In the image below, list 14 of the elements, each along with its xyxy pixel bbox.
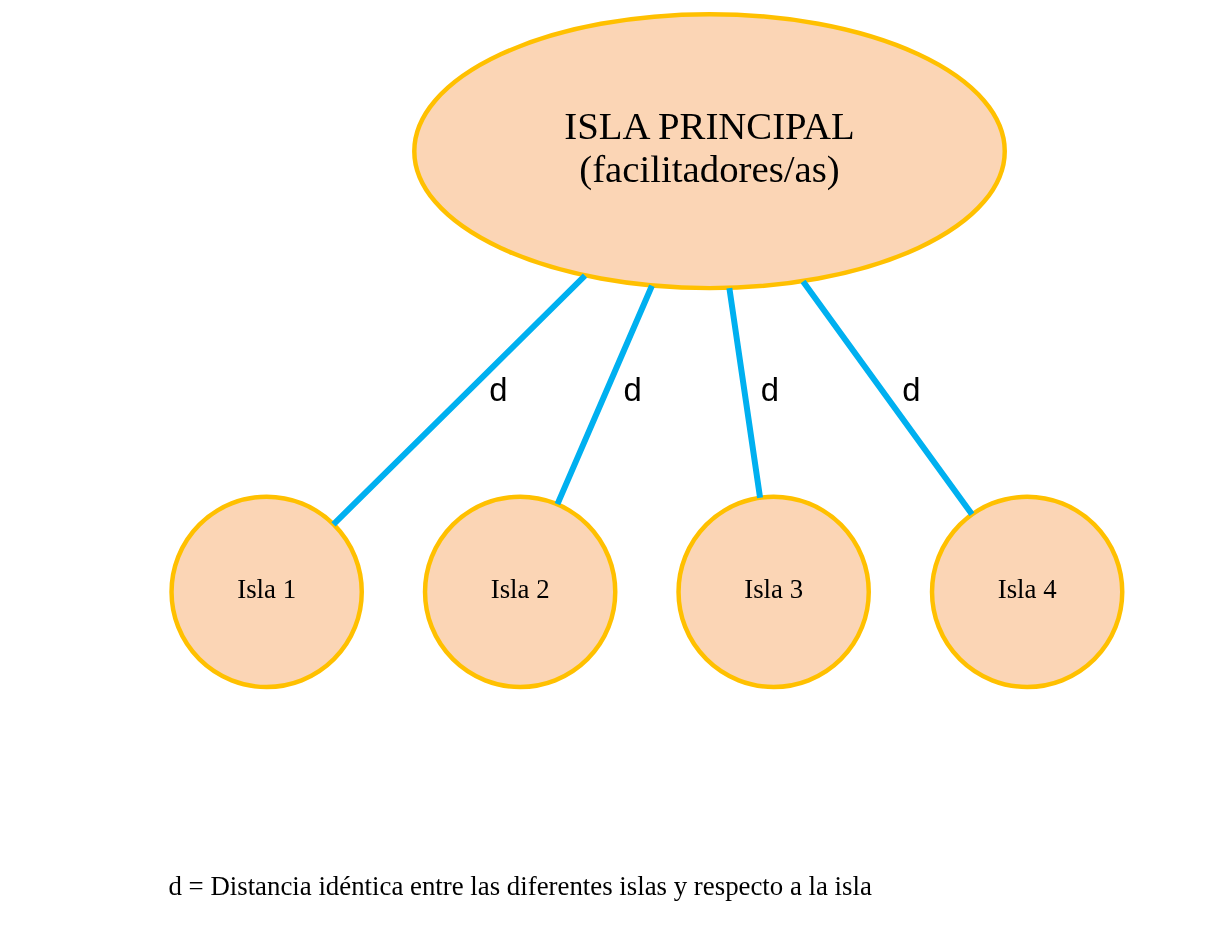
- connector: [800, 279, 974, 517]
- connector: [725, 287, 763, 499]
- node-circle: Isla 3: [675, 494, 871, 690]
- connector: [554, 284, 655, 506]
- node-circle: Isla 1: [168, 494, 364, 690]
- node-circle: Isla 4: [929, 494, 1124, 690]
- connector: [330, 273, 587, 527]
- node-circle: Isla 2: [422, 494, 617, 690]
- edge-label: d: [488, 370, 508, 408]
- edge-label: d: [623, 370, 642, 408]
- label: d = Distancia idéntica entre las diferentes islas y respecto a la isla: [167, 870, 872, 901]
- edge-label: d: [760, 370, 779, 408]
- edge-label: d: [901, 370, 921, 408]
- node-ellipse: ISLA PRINCIPAL (facilitadores/as): [411, 11, 1007, 291]
